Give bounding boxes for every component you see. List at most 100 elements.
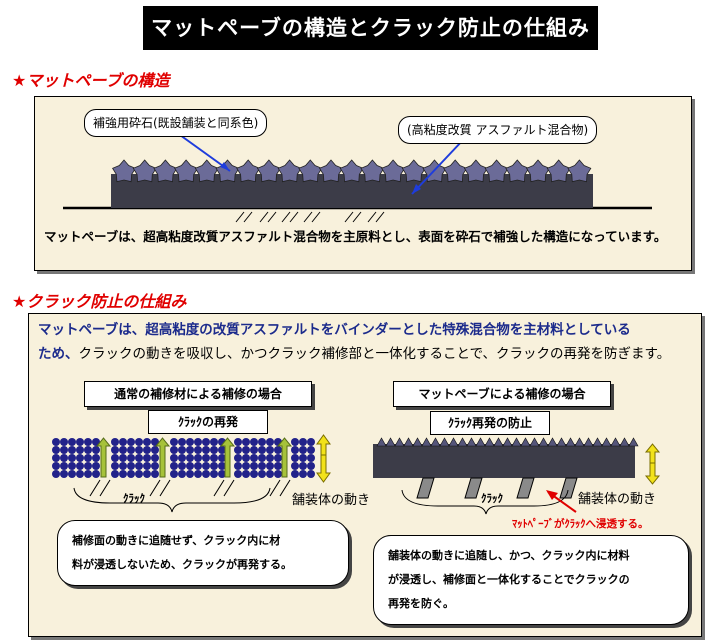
aggregate-dot [92, 462, 100, 470]
surface-stone [592, 437, 603, 447]
surface-stone [529, 437, 540, 447]
surface-stone [394, 437, 405, 447]
surface-stone [475, 437, 486, 447]
aggregate-dot [84, 462, 92, 470]
aggregate-stone [484, 159, 509, 183]
aggregate-dot [266, 446, 274, 454]
aggregate-dot [266, 438, 274, 446]
left-note-line-2: 料が浸透しないため、クラックが再発する。 [72, 558, 292, 571]
aggregate-dot [68, 470, 76, 478]
aggregate-dot [111, 438, 119, 446]
left-green-arrows [95, 437, 293, 478]
aggregate-dot [68, 446, 76, 454]
aggregate-dot [92, 454, 100, 462]
aggregate-dot [84, 446, 92, 454]
aggregate-dot [307, 454, 315, 462]
aggregate-stone [526, 159, 550, 183]
aggregate-dot [143, 438, 151, 446]
aggregate-dot [242, 438, 250, 446]
aggregate-dot [119, 438, 127, 446]
aggregate-dot [234, 462, 242, 470]
aggregate-dot [202, 454, 210, 462]
aggregate-dot [307, 470, 315, 478]
aggregate-dot [92, 446, 100, 454]
aggregate-dot [76, 438, 84, 446]
aggregate-dot [178, 470, 186, 478]
aggregate-stone [381, 159, 406, 183]
left-note: 補修面の動きに追随せず、クラック内に材 料が浸透しないため、クラックが再発する。 [57, 520, 349, 586]
aggregate-dot [210, 462, 218, 470]
right-crack-label: ｸﾗｯｸ [481, 492, 503, 505]
aggregate-dot [202, 446, 210, 454]
aggregate-dot [119, 454, 127, 462]
aggregate-stone [277, 159, 302, 183]
aggregate-dot [258, 470, 266, 478]
aggregate-dot [250, 462, 258, 470]
aggregate-dot [52, 462, 60, 470]
aggregate-dot [178, 462, 186, 470]
aggregate-dot [186, 438, 194, 446]
callout-stone: 補強用砕石(既設舗装と同系色) [84, 109, 268, 137]
aggregate-stone [505, 159, 530, 183]
aggregate-dot [299, 462, 307, 470]
aggregate-dot [210, 438, 218, 446]
left-movement-arrow [316, 434, 331, 483]
aggregate-dot [76, 462, 84, 470]
right-crack-fills [416, 477, 578, 499]
aggregate-dot [143, 454, 151, 462]
structure-description: マットペーブは、超高粘度改質アスファルト混合物を主原料とし、表面を砕石で補強した… [44, 229, 667, 244]
aggregate-dot [68, 438, 76, 446]
aggregate-dot [111, 454, 119, 462]
aggregate-dot [151, 446, 159, 454]
aggregate-dot [151, 470, 159, 478]
intro-line-1: マットペーブは、超高粘度の改質アスファルトをバインダーとした特殊混合物を主材料と… [38, 322, 631, 338]
aggregate-dot [170, 438, 178, 446]
surface-stone [547, 437, 558, 447]
aggregate-dot [274, 454, 282, 462]
aggregate-dot [291, 454, 299, 462]
callout-asphalt: (高粘度改質 アスファルト混合物) [398, 116, 598, 144]
aggregate-dot [242, 470, 250, 478]
aggregate-dot [170, 462, 178, 470]
surface-stone [565, 437, 576, 447]
surface-stone [448, 437, 459, 447]
surface-stone [493, 437, 504, 447]
aggregate-dot [299, 470, 307, 478]
left-crack-brace [73, 487, 271, 513]
aggregate-dot [111, 446, 119, 454]
aggregate-dot [291, 438, 299, 446]
aggregate-stone [319, 159, 343, 183]
aggregate-dot [258, 462, 266, 470]
surface-stone [502, 437, 513, 447]
intro-line-2: ため、クラックの動きを吸収し、かつクラック補修部と一体化することで、クラックの再… [38, 342, 698, 366]
aggregate-dot [194, 438, 202, 446]
aggregate-dot [234, 446, 242, 454]
aggregate-dot [151, 454, 159, 462]
aggregate-dot [76, 446, 84, 454]
surface-stone [538, 437, 549, 447]
aggregate-dot [202, 438, 210, 446]
aggregate-dot [60, 462, 68, 470]
aggregate-dot [307, 438, 315, 446]
crack-hatch [235, 211, 385, 223]
surface-stone [601, 437, 612, 447]
aggregate-dot [178, 446, 186, 454]
right-movement-arrow [644, 443, 661, 485]
aggregate-dot [194, 454, 202, 462]
left-crack-hatch [89, 479, 291, 497]
aggregate-stone [215, 159, 240, 183]
aggregate-dot [202, 470, 210, 478]
surface-stone [610, 437, 621, 447]
aggregate-dot [234, 438, 242, 446]
aggregate-dot [274, 446, 282, 454]
aggregate-stones [112, 159, 592, 183]
right-crack-brace [401, 489, 569, 515]
aggregate-dot [68, 454, 76, 462]
aggregate-stone [463, 159, 488, 183]
aggregate-dot [218, 446, 226, 454]
surface-stone [421, 437, 432, 447]
aggregate-dot [194, 446, 202, 454]
right-asphalt-layer [373, 444, 635, 478]
aggregate-stone [567, 159, 592, 183]
